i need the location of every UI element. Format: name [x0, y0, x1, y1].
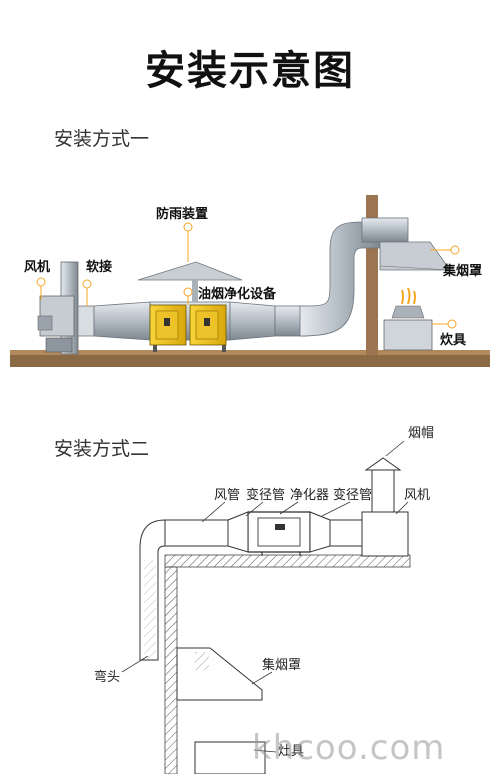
method1-heading: 安装方式一 — [54, 128, 150, 150]
label2-reducer2: 变径管 — [333, 487, 372, 503]
stove — [383, 287, 433, 351]
label2-purifier: 净化器 — [290, 488, 329, 503]
soft-joint — [77, 305, 95, 337]
hood — [379, 241, 451, 271]
watermark: khcoo.com — [252, 728, 446, 768]
label-hood: 集烟罩 — [442, 263, 482, 279]
label-purifier: 油烟净化设备 — [198, 286, 277, 302]
label2-elbow: 弯头 — [94, 669, 120, 685]
purifier-units — [149, 304, 227, 346]
label-rain-guard: 防雨装置 — [156, 206, 208, 222]
ground — [10, 353, 490, 367]
fan-unit — [37, 261, 79, 355]
installation-diagram-2: 烟帽 风管 变径管 净化器 变径管 风机 弯头 集烟罩 灶具 — [94, 425, 434, 774]
label-soft-joint: 软接 — [86, 259, 112, 275]
riser-duct — [299, 221, 381, 337]
label2-hood: 集烟罩 — [262, 657, 301, 673]
label2-reducer1: 变径管 — [246, 487, 285, 503]
label-stove: 炊具 — [440, 332, 466, 348]
label2-duct: 风管 — [214, 488, 240, 503]
rain-guard — [137, 261, 243, 281]
label-fan: 风机 — [24, 259, 50, 275]
label2-chimney-cap: 烟帽 — [408, 425, 434, 441]
label2-fan: 风机 — [404, 488, 430, 503]
label2-stove: 灶具 — [278, 744, 304, 759]
method2-heading: 安装方式二 — [54, 438, 150, 460]
page-title: 安装示意图 — [145, 48, 355, 94]
